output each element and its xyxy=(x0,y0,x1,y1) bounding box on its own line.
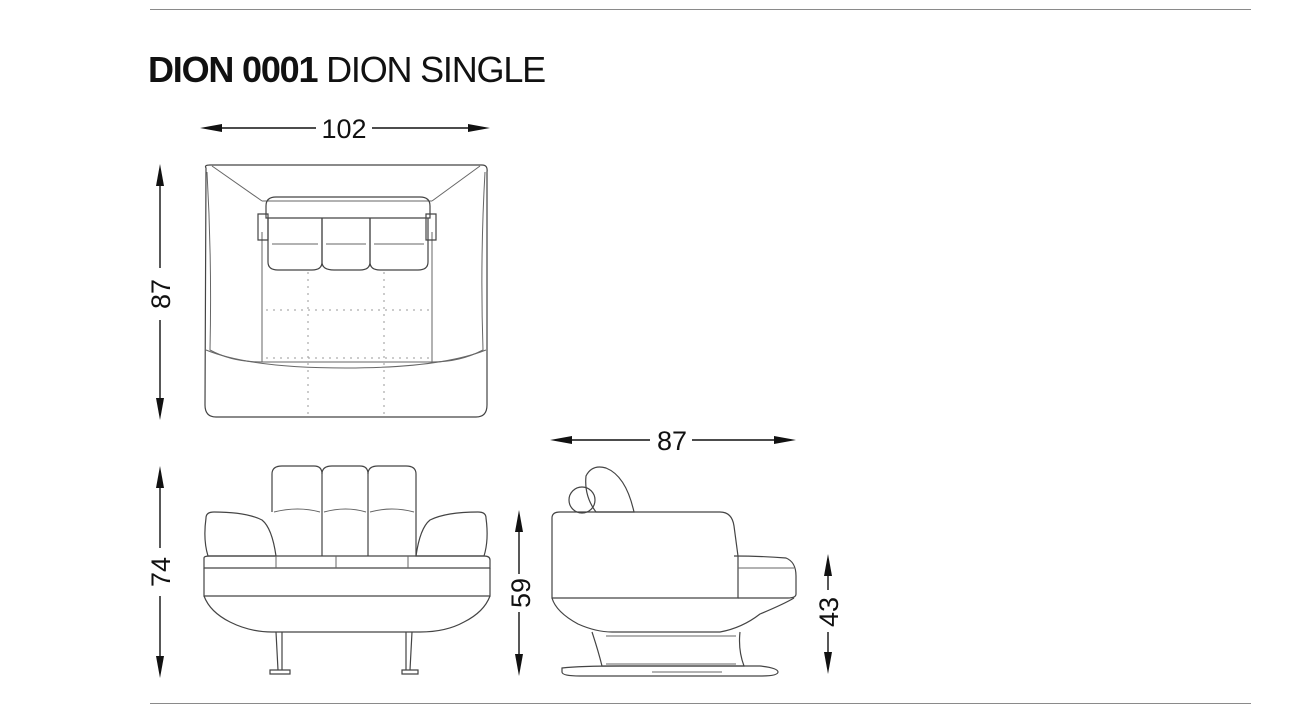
front-height-dimension: 74 xyxy=(146,466,176,678)
front-view: 74 59 xyxy=(146,465,536,678)
top-depth-label: 87 xyxy=(146,279,176,309)
top-view: 102 87 xyxy=(146,114,490,420)
top-depth-dimension: 87 xyxy=(146,164,176,420)
side-depth-dimension: 87 xyxy=(550,426,796,456)
side-view: 87 43 xyxy=(550,426,844,677)
front-seat-height-dimension: 59 xyxy=(506,510,536,676)
top-view-outline xyxy=(204,164,488,418)
side-seat-height-dimension: 43 xyxy=(814,554,844,674)
product-name: DION SINGLE xyxy=(326,49,546,90)
front-view-outline xyxy=(203,465,491,675)
side-view-outline xyxy=(551,466,797,677)
top-rule xyxy=(150,9,1251,10)
bottom-rule xyxy=(150,703,1251,704)
side-seat-height-label: 43 xyxy=(814,597,844,627)
top-width-label: 102 xyxy=(321,114,366,144)
side-depth-label: 87 xyxy=(657,426,687,456)
product-title: DION 0001 DION SINGLE xyxy=(148,48,546,92)
front-height-label: 74 xyxy=(146,557,176,587)
product-code: DION 0001 xyxy=(148,49,318,90)
front-seat-height-label: 59 xyxy=(506,578,536,608)
top-width-dimension: 102 xyxy=(200,114,490,144)
